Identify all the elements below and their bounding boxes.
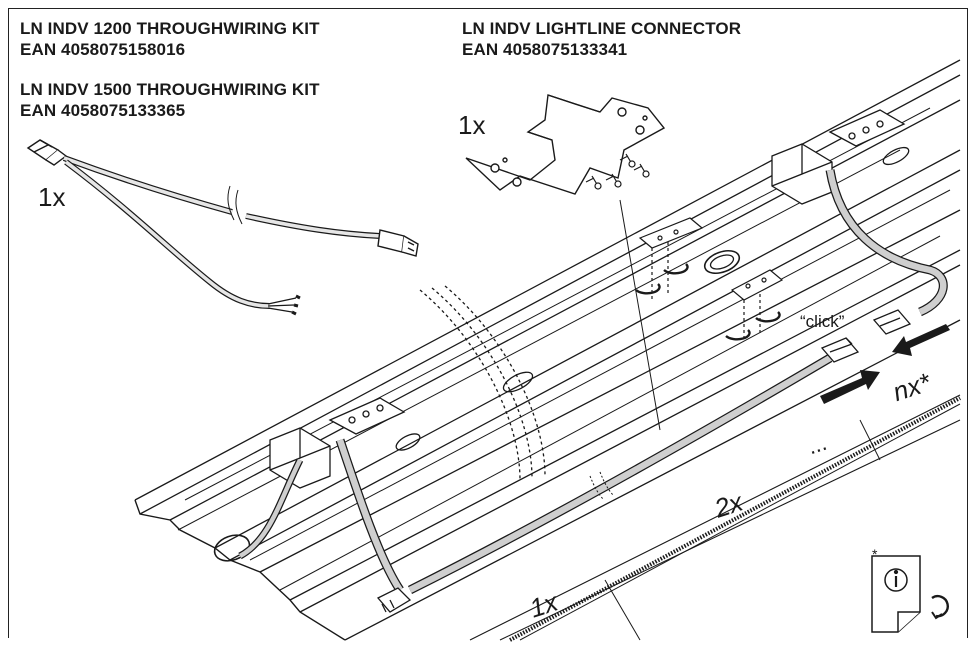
rail-plug-bottom-icon — [376, 587, 412, 613]
info-document-icon — [871, 555, 921, 633]
cable-quantity: 1x — [38, 182, 66, 212]
kit-1200-name: LN INDV 1200 THROUGHWIRING KIT — [20, 19, 320, 38]
connector-bracket — [465, 94, 666, 195]
rail-cables — [238, 169, 948, 595]
throughwiring-cable — [26, 139, 419, 316]
mounted-connector-plates — [638, 217, 784, 340]
rotate-arrow-icon — [931, 595, 949, 620]
connector-name: LN INDV LIGHTLINE CONNECTOR — [462, 19, 742, 38]
screw-icons — [585, 153, 650, 190]
cable-plug-left-icon — [26, 139, 68, 166]
cable-plug-right-icon — [377, 229, 419, 257]
kit-1500-name: LN INDV 1500 THROUGHWIRING KIT — [20, 80, 320, 99]
rail-plug-mid-icon — [820, 337, 860, 363]
kit-1200-ean: EAN 4058075158016 — [20, 40, 186, 59]
rotate-screw-icons — [635, 263, 781, 341]
terminal-block-right — [771, 109, 906, 205]
diagram-frame — [8, 8, 968, 638]
connector-ean: EAN 4058075133341 — [462, 40, 628, 59]
terminal-block-left — [269, 397, 406, 489]
kit-1500-ean: EAN 4058075133365 — [20, 101, 186, 120]
connector-quantity: 1x — [458, 110, 486, 140]
push-arrow-icon — [820, 324, 950, 404]
footnote-star: * — [872, 546, 878, 562]
rail-plug-right-icon — [872, 309, 912, 335]
